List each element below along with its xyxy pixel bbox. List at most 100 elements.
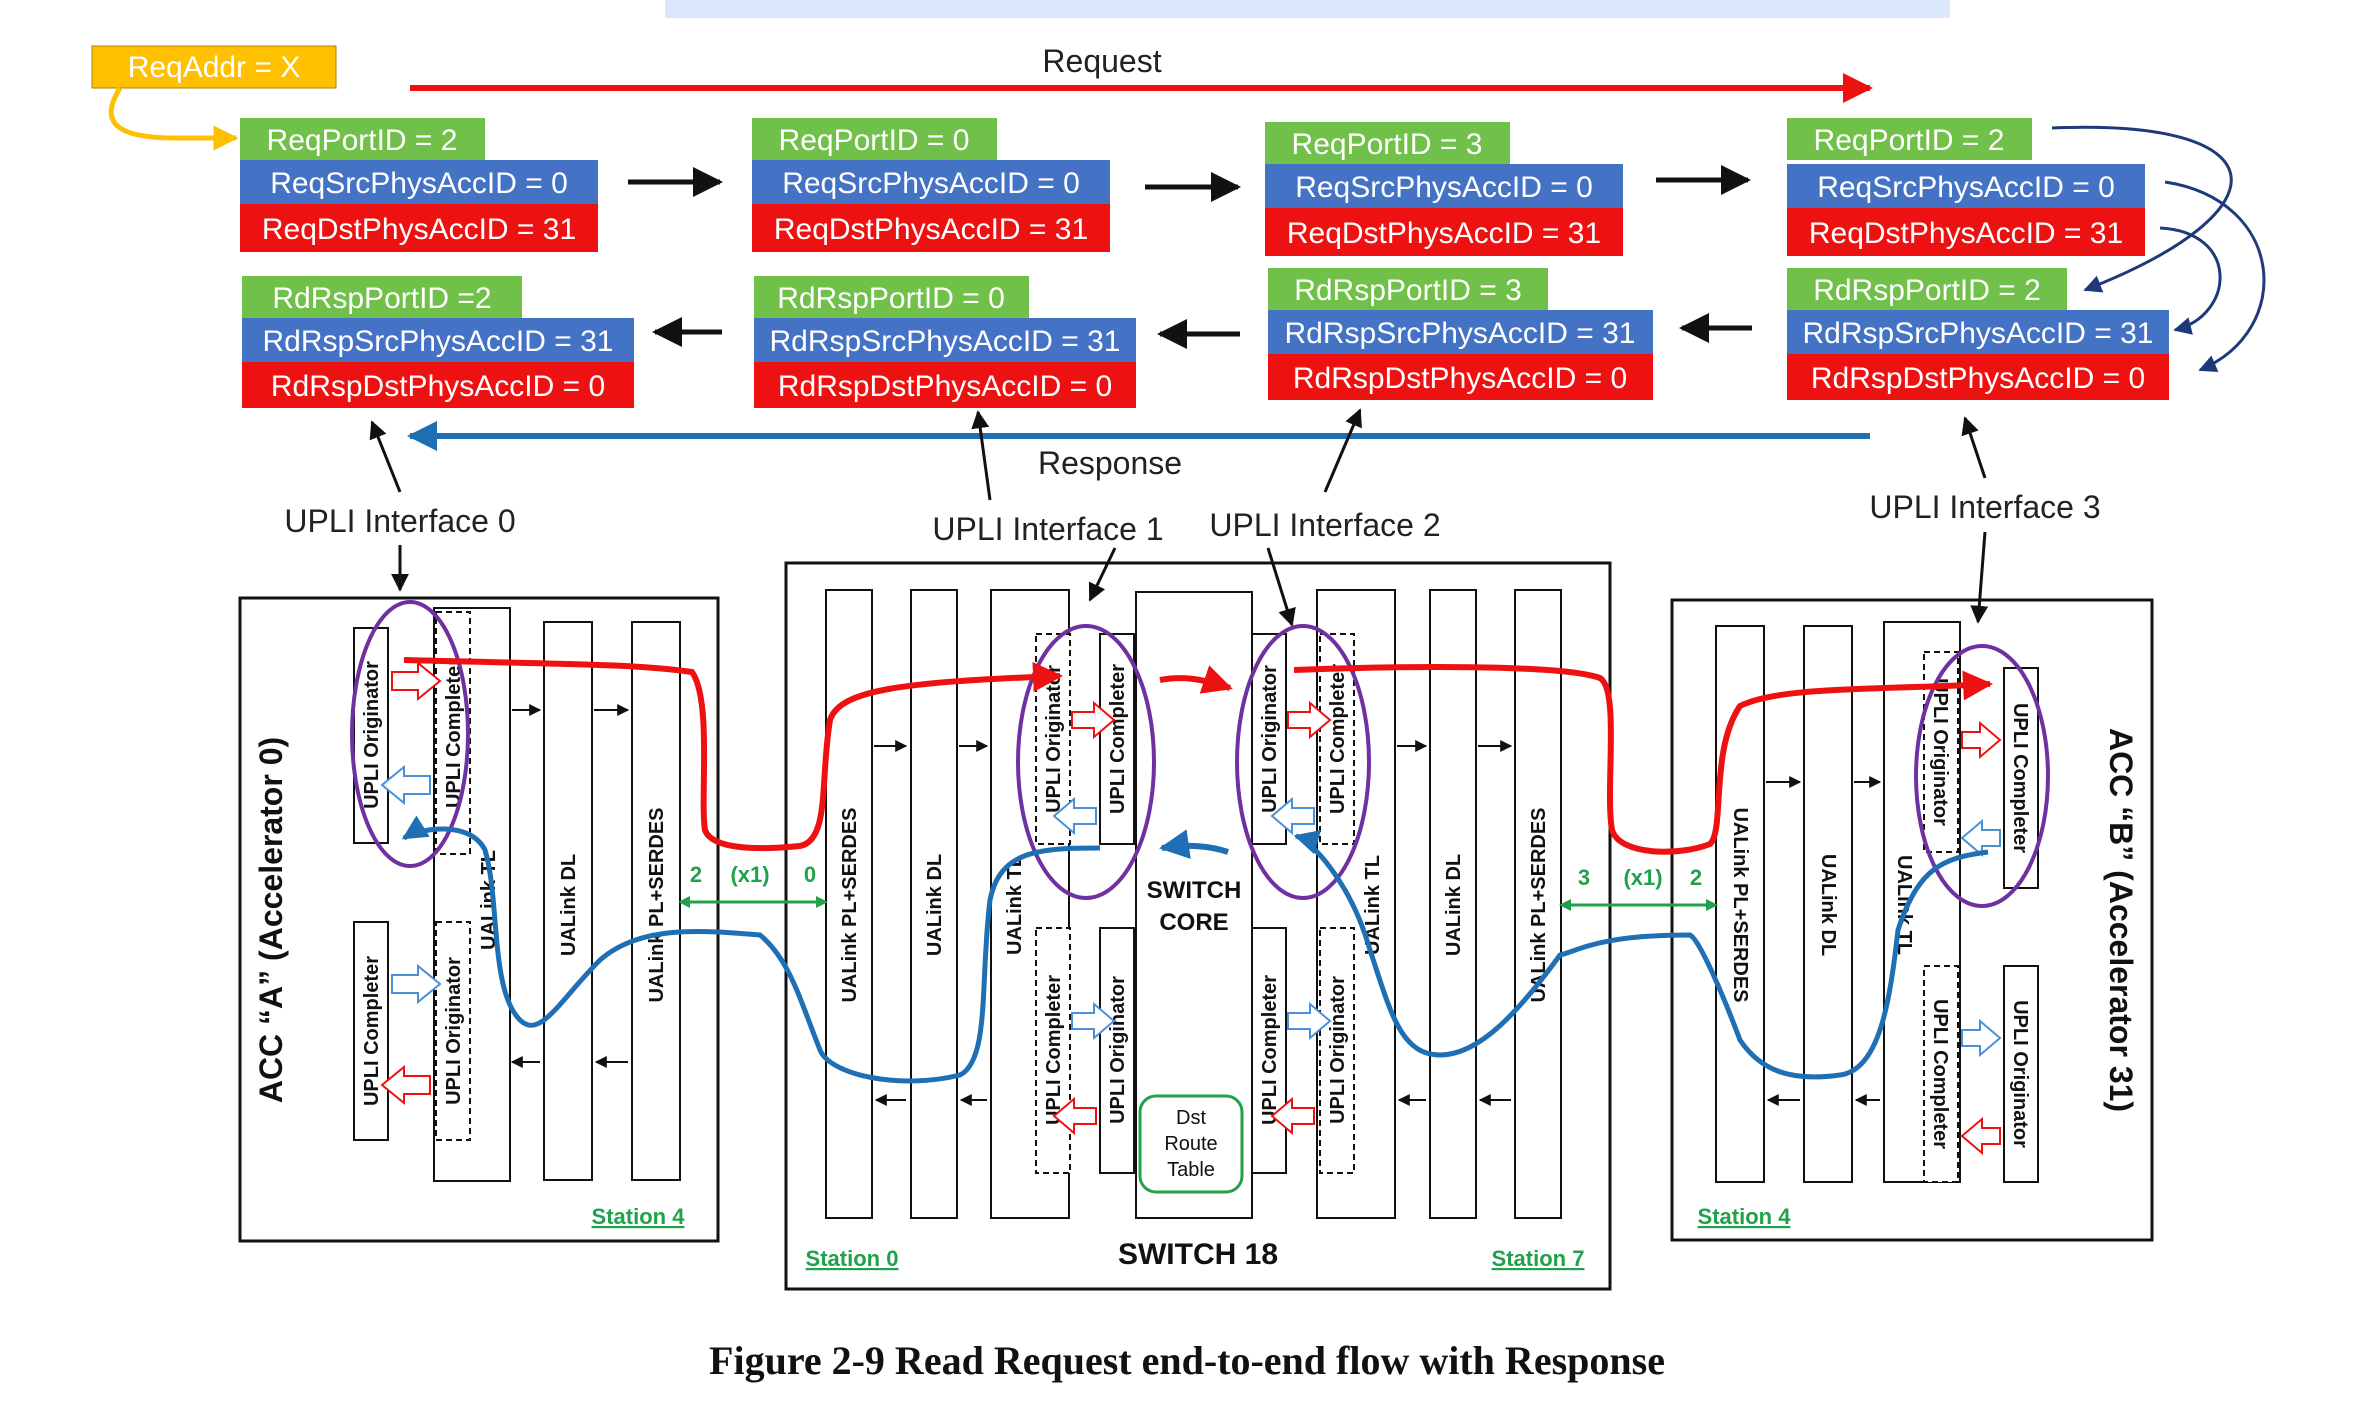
switch-station-right: Station 7 (1492, 1246, 1585, 1271)
hollow-red-left-arrow (1270, 1096, 1315, 1136)
interface-3-pointer-up (1961, 416, 1987, 479)
hollow-red-right-arrow (1287, 700, 1332, 740)
acc-b-pl-label: UALink PL+SERDES (1729, 807, 1751, 1002)
hollow-blue-left-arrow (1960, 818, 2001, 858)
req-port-id: ReqPortID = 2 (1814, 124, 2005, 157)
rsp-dst-id: RdRspDstPhysAccID = 0 (1811, 362, 2145, 395)
route-table-line-2: Route (1164, 1133, 1217, 1155)
response-path-core (1159, 829, 1229, 860)
req-dst-id: ReqDstPhysAccID = 31 (1809, 217, 2123, 250)
req-port-id: ReqPortID = 2 (267, 124, 458, 157)
acc-a-dl-block (543, 621, 593, 1181)
sw-left-pl-label: UALink PL+SERDES (839, 807, 861, 1002)
header-strip (665, 0, 1950, 18)
link-right-width: (x1) (1623, 865, 1662, 890)
dst-mapping-curve (2159, 226, 2222, 335)
hollow-red-right-arrow (1961, 720, 2002, 760)
switch-label: SWITCH 18 (1118, 1238, 1278, 1271)
switch-core-label-line-1: SWITCH (1147, 877, 1242, 904)
link-right-b-port: 2 (1690, 865, 1702, 890)
upli-interface-1-highlight (1016, 624, 1156, 900)
sw-left-originator-top-label: UPLI Originator (1043, 665, 1065, 813)
upli-interface-2-highlight (1235, 624, 1371, 900)
upli-interface-3-label: UPLI Interface 3 (1869, 489, 2100, 525)
interface-1-pointer-down (1088, 547, 1117, 602)
sw-right-dl-block (1429, 589, 1477, 1219)
acc-b-dl-label: UALink DL (1817, 854, 1839, 956)
upli-interface-2-label: UPLI Interface 2 (1209, 507, 1440, 543)
upli-interface-0-label: UPLI Interface 0 (284, 503, 515, 539)
response-group-3: RdRspPortID = 2 RdRspSrcPhysAccID = 31 R… (1787, 268, 2169, 400)
sw-right-dl-label: UALink DL (1443, 854, 1465, 956)
link-left-b-port: 0 (804, 862, 816, 887)
acc-a-station: Station 4 (592, 1204, 686, 1229)
request-group-3: ReqPortID = 2 ReqSrcPhysAccID = 0 ReqDst… (1787, 118, 2145, 256)
hollow-red-left-arrow (380, 1064, 431, 1106)
request-group-2: ReqPortID = 3 ReqSrcPhysAccID = 0 ReqDst… (1265, 122, 1623, 256)
sw-right-completer-top-label: UPLI Completer (1327, 664, 1349, 814)
sw-left-originator-bottom (1099, 927, 1135, 1174)
acc-b-pl-block (1715, 625, 1765, 1183)
sw-right-originator-bottom (1319, 927, 1355, 1174)
acc-b-dl-block (1803, 625, 1853, 1183)
acc-a-label: ACC “A” (Accelerator 0) (253, 737, 289, 1103)
acc-b-station: Station 4 (1698, 1204, 1792, 1229)
sw-right-pl-label: UALink PL+SERDES (1528, 807, 1550, 1002)
rsp-port-id: RdRspPortID = 0 (777, 282, 1005, 315)
acc-a-dl-label: UALink DL (558, 854, 580, 956)
req-addr-label: ReqAddr = X (128, 51, 301, 84)
dst-route-table (1138, 1094, 1244, 1194)
hollow-red-left-arrow (1960, 1116, 2001, 1156)
link-left-a-port: 2 (690, 862, 702, 887)
request-path (403, 657, 1063, 852)
request-group-1: ReqPortID = 0 ReqSrcPhysAccID = 0 ReqDst… (752, 118, 1110, 252)
req-dst-id: ReqDstPhysAccID = 31 (262, 213, 576, 246)
interface-2-pointer-up (1323, 408, 1362, 493)
sw-left-completer-top (1099, 633, 1135, 845)
request-path-right (1293, 664, 1993, 855)
acc-a-pl-label: UALink PL+SERDES (646, 807, 668, 1002)
upli-interface-3-highlight (1914, 644, 2050, 908)
acc-b-completer-top-label: UPLI Completer (2009, 703, 2031, 853)
rsp-dst-id: RdRspDstPhysAccID = 0 (1293, 362, 1627, 395)
hollow-red-left-arrow (1052, 1096, 1097, 1136)
rsp-dst-id: RdRspDstPhysAccID = 0 (271, 370, 605, 403)
route-table-line-3: Table (1167, 1159, 1215, 1181)
rsp-port-id: RdRspPortID =2 (272, 282, 491, 315)
upli-interface-0-highlight (350, 600, 470, 868)
sw-left-completer-bottom-label: UPLI Completer (1043, 975, 1065, 1125)
route-table-line-1: Dst (1176, 1107, 1206, 1129)
acc-a-completer-top (435, 611, 471, 855)
sw-right-pl-block (1514, 589, 1562, 1219)
interface-0-pointer-up (369, 420, 402, 493)
upli-interface-1-label: UPLI Interface 1 (932, 511, 1163, 547)
rsp-port-id: RdRspPortID = 2 (1813, 274, 2041, 307)
rsp-src-id: RdRspSrcPhysAccID = 31 (1803, 317, 2154, 350)
sw-right-completer-bottom (1251, 927, 1287, 1174)
sw-right-originator-top-label: UPLI Originator (1259, 665, 1281, 813)
hollow-blue-left-arrow (380, 764, 431, 806)
hollow-red-right-arrow (1071, 700, 1116, 740)
interface-3-pointer-down (1970, 531, 1989, 624)
acc-b-label: ACC “B” (Accelerator 31) (2103, 728, 2139, 1112)
acc-a-originator-bottom (435, 921, 471, 1141)
rsp-port-id: RdRspPortID = 3 (1294, 274, 1522, 307)
acc-a-completer-bottom (353, 921, 389, 1141)
hollow-blue-right-arrow (391, 963, 442, 1005)
response-group-0: RdRspPortID =2 RdRspSrcPhysAccID = 31 Rd… (242, 276, 634, 408)
request-path-core (1159, 665, 1233, 694)
response-group-1: RdRspPortID = 0 RdRspSrcPhysAccID = 31 R… (754, 276, 1136, 408)
req-port-id: ReqPortID = 3 (1292, 128, 1483, 161)
hollow-blue-right-arrow (1961, 1018, 2002, 1058)
sw-right-originator-top (1251, 633, 1287, 845)
hollow-blue-right-arrow (1071, 1001, 1116, 1041)
rsp-dst-id: RdRspDstPhysAccID = 0 (778, 370, 1112, 403)
req-dst-id: ReqDstPhysAccID = 31 (774, 213, 1088, 246)
sw-right-completer-bottom-label: UPLI Completer (1259, 975, 1281, 1125)
rsp-src-id: RdRspSrcPhysAccID = 31 (770, 325, 1121, 358)
link-right-a-port: 3 (1578, 865, 1590, 890)
acc-a-originator-bottom-label: UPLI Originator (443, 957, 465, 1105)
sw-right-tl-label: UALink TL (1362, 855, 1384, 955)
sw-left-dl-block (910, 589, 958, 1219)
acc-a-box: ACC “A” (Accelerator 0) Station 4 UPLI O… (238, 596, 720, 1243)
